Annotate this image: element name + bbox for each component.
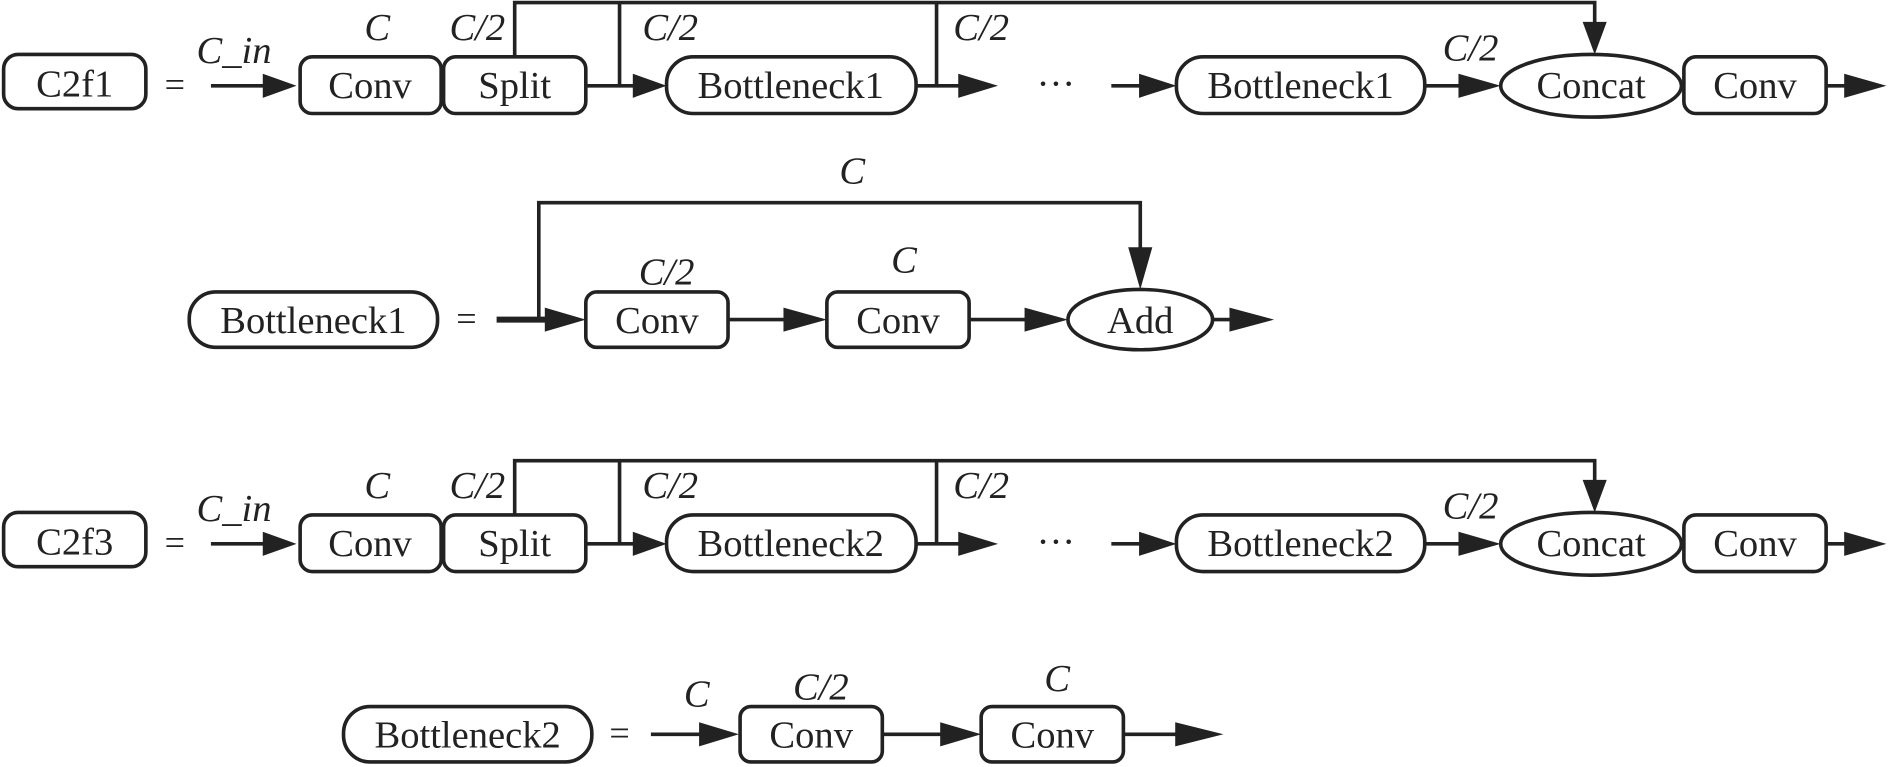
c2f1-concat-label: Concat [1536,65,1646,107]
bottleneck2-conv1-label: Conv [769,715,853,757]
bottleneck1-diagram: Bottleneck1 = C Conv C/2 Conv C Add [187,150,1275,352]
bottleneck1-module-label: Bottleneck1 [220,300,406,342]
c2f3-out-conv-label: Conv [1713,523,1797,565]
c2f1-concat-node [1498,52,1684,119]
c2f1-output-arrowhead [1844,73,1887,98]
c2f3-input-sub: _in [221,488,271,530]
c2f3-bottleneck-a-label: Bottleneck2 [698,523,884,565]
bottleneck1-conv1-arrowhead [783,307,827,332]
c2f3-diagram: C2f3 = C_in Conv C Split C/2 C/2 Bottlen… [1,458,1887,577]
bottleneck2-conv1-arrowhead [940,722,982,747]
bottleneck1-conv1-channels: C/2 [639,252,695,294]
c2f3-bottleneck-a-arrowhead [958,531,999,556]
c2f1-branch1-channels: C/2 [642,7,698,49]
c2f1-input-sub: _in [221,30,271,72]
c2f3-skip-connection [512,458,1597,515]
bottleneck1-add-label: Add [1107,300,1173,342]
c2f1-equals: = [165,65,185,105]
c2f3-input-arrowhead [262,531,297,556]
c2f1-input-arrowhead [262,73,297,98]
bottleneck1-shortcut-arrowhead [1128,247,1153,290]
bottleneck1-add-node [1066,287,1215,352]
c2f3-last-channels: C/2 [1443,486,1499,528]
bottleneck2-conv1-channels: C/2 [793,666,849,708]
c2f3-conv-node [298,513,443,574]
c2f3-equals: = [165,523,185,563]
c2f3-split-arrowhead [632,531,667,556]
bottleneck1-shortcut [536,200,1143,320]
c2f3-branch2-channels: C/2 [953,465,1009,507]
c2f3-bottleneck-b-label: Bottleneck2 [1207,523,1393,565]
c2f1-skip-connection [512,0,1597,57]
c2f1-bottleneck-b-arrowhead [1458,73,1501,98]
bottleneck2-input-channels: C [684,674,711,716]
c2f3-conv-label: Conv [328,523,412,565]
c2f3-output-arrowhead [1844,531,1887,556]
c2f1-out-conv-label: Conv [1713,65,1797,107]
c2f3-ellipsis: ··· [1037,522,1076,564]
bottleneck2-conv2-channels: C [1044,658,1071,700]
c2f1-input-c: C [196,30,223,72]
bottleneck2-conv2-label: Conv [1010,715,1094,757]
bottleneck1-conv1-label: Conv [615,300,699,342]
c2f3-concat-node [1498,510,1684,577]
c2f3-conv-channels: C [364,465,391,507]
bottleneck2-module-box [341,704,594,764]
c2f1-input-label: C_in [196,30,271,72]
bottleneck2-module-label: Bottleneck2 [375,715,561,757]
bottleneck1-module-box [187,290,440,350]
bottleneck1-conv2-channels: C [891,240,918,282]
bottleneck2-output-arrowhead [1175,722,1224,747]
c2f1-split-channels: C/2 [449,7,505,49]
c2f1-module-label: C2f1 [36,64,113,106]
c2f1-module-box [1,52,148,111]
c2f3-ellipsis-arrowhead [1139,531,1177,556]
bottleneck1-conv2-arrowhead [1024,307,1068,332]
c2f3-module-label: C2f3 [36,522,113,564]
c2f3-input-c: C [196,488,223,530]
c2f1-skip-arrowhead [1582,21,1607,55]
c2f1-branch2-channels: C/2 [953,7,1009,49]
bottleneck1-conv2-label: Conv [856,300,940,342]
c2f3-concat-label: Concat [1536,523,1646,565]
c2f3-split-channels: C/2 [449,465,505,507]
c2f1-bottleneck-b-label: Bottleneck1 [1207,65,1393,107]
c2f1-conv-label: Conv [328,65,412,107]
c2f1-diagram: C2f1 = C_in Conv C Split C/2 C/2 Bottlen… [1,0,1887,119]
c2f3-split-label: Split [478,523,551,565]
c2f1-split-label: Split [478,65,551,107]
c2f1-bottleneck-a-arrowhead [958,73,999,98]
c2f1-ellipsis-arrowhead [1139,73,1177,98]
c2f1-conv-node [298,55,443,116]
bottleneck1-input-arrowhead [544,307,586,332]
bottleneck2-diagram: Bottleneck2 = C Conv C/2 Conv C [341,658,1224,764]
bottleneck1-output-arrowhead [1229,307,1275,332]
c2f1-ellipsis: ··· [1037,64,1076,106]
c2f1-last-channels: C/2 [1443,27,1499,69]
c2f3-bottleneck-b-arrowhead [1458,531,1501,556]
c2f3-input-label: C_in [196,488,271,530]
c2f3-branch1-channels: C/2 [642,465,698,507]
c2f1-conv-channels: C [364,7,391,49]
bottleneck2-equals: = [609,713,629,753]
bottleneck1-equals: = [456,298,476,338]
c2f1-bottleneck-a-label: Bottleneck1 [698,65,884,107]
c2f1-split-arrowhead [632,73,667,98]
bottleneck2-input-arrowhead [699,722,739,747]
c2f3-module-box [1,510,148,569]
bottleneck1-shortcut-channels: C [839,150,866,192]
c2f3-skip-arrowhead [1582,479,1607,513]
